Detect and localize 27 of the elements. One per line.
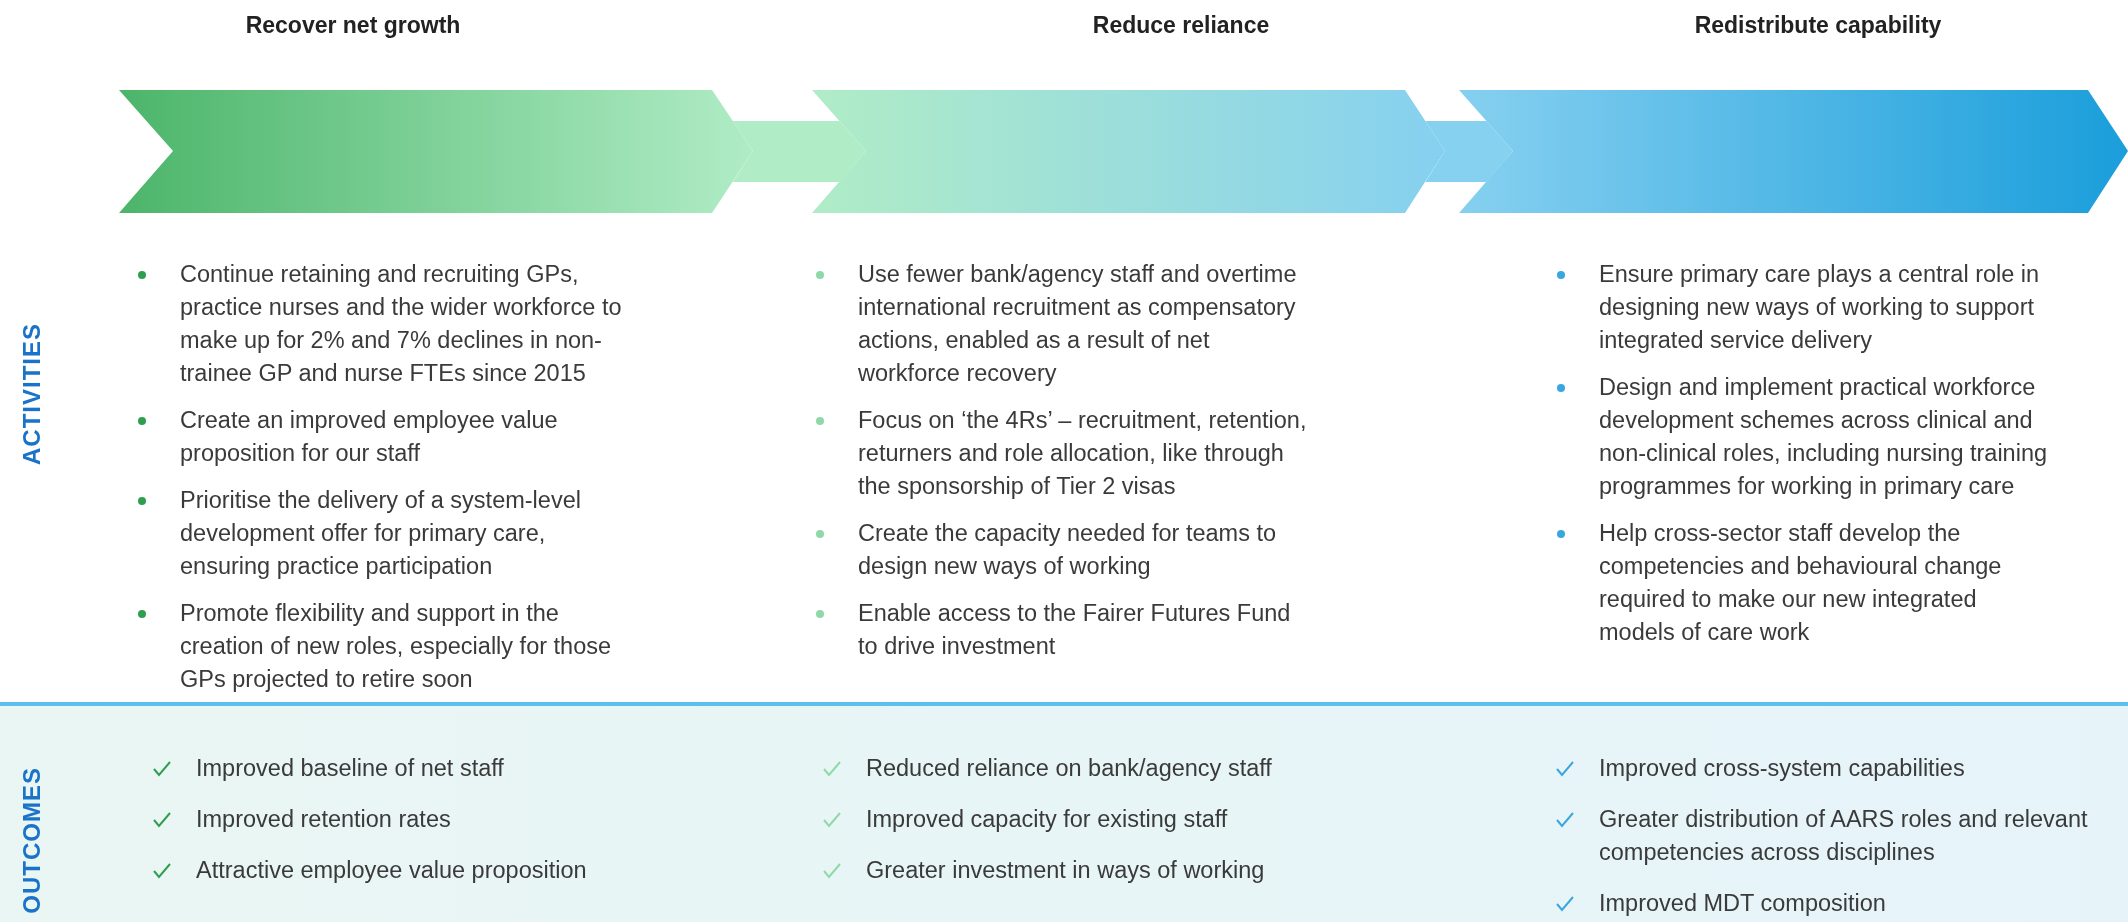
activity-text: Create an improved employee value proposition for our staff [180,407,558,466]
connector-bar [732,121,866,182]
stage-heading: Recover net growth [245,12,461,39]
outcome-text: Improved baseline of net staff [196,755,504,781]
activity-text: Create the capacity needed for teams to design new ways of working [858,520,1277,579]
stage-heading: Redistribute capability [1694,12,1942,39]
section-label: OUTCOMES [18,766,46,914]
outcome-text: Greater investment in ways of working [866,857,1265,883]
activity-text: Design and implement practical workforce development schemes across clinical and non-clinical roles, including nursing training programmes for working in primary care [1599,374,2048,499]
activity-text: Enable access to the Fairer Futures Fund to drive investment [858,600,1291,659]
outcome-text: Improved cross-system capabilities [1599,755,1965,781]
outcome-text: Improved MDT composition [1599,890,1886,916]
outcome-text: Greater distribution of AARS roles and relevant competencies across disciplines [1599,806,2088,865]
outcome-text: Reduced reliance on bank/agency staff [866,755,1272,781]
activity-text: Ensure primary care plays a central role in designing new ways of working to support integrated service delivery [1599,261,2040,353]
stage-heading: Reduce reliance [1092,12,1270,39]
activity-text: Continue retaining and recruiting GPs, practice nurses and the wider workforce to make up for 2% and 7% declines in non-trainee GP and nurse FTEs since 2015 [180,261,622,386]
activity-text: Promote flexibility and support in the creation of new roles, especially for those GPs projected to retire soon [180,600,612,692]
outcome-text: Improved retention rates [196,806,451,832]
activity-text: Help cross-sector staff develop the competencies and behavioural change required to make our new integrated models of care work [1599,520,2002,645]
activity-text: Use fewer bank/agency staff and overtime international recruitment as compensatory actions, enabled as a result of net workforce recovery [858,261,1297,386]
activity-text: Prioritise the delivery of a system-level development offer for primary care, ensuring practice participation [180,487,581,579]
section-label: ACTIVITIES [18,323,46,465]
outcome-text: Attractive employee value proposition [196,857,587,883]
connector-bar [1425,121,1513,182]
outcome-text: Improved capacity for existing staff [866,806,1228,832]
activity-text: Focus on ‘the 4Rs’ – recruitment, retention, returners and role allocation, like through the sponsorship of Tier 2 visas [858,407,1307,499]
